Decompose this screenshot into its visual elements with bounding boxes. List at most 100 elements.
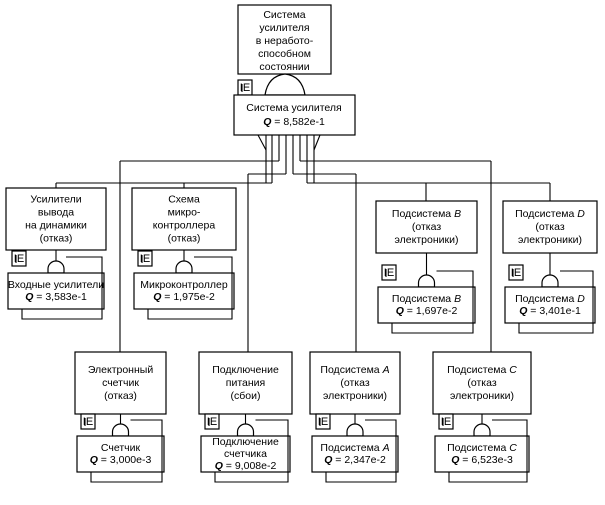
sub_d-gate-symbol — [541, 274, 559, 288]
sub_d-description-text: электроники) — [518, 234, 582, 246]
sub_c-gate-symbol — [473, 423, 491, 437]
sub_b-prob-text: = 1,697e-2 — [404, 305, 458, 317]
sub_c-feedback-bracket — [448, 419, 528, 483]
power-description-text: (сбои) — [231, 390, 261, 402]
sub_c-description-line-2: (отказ — [467, 377, 496, 389]
sub_b-description-text: B — [454, 208, 461, 220]
output-description-text: Усилители — [30, 193, 81, 205]
power-name-line-1: Подключение — [212, 436, 279, 448]
sub_c-description-line-3: электроники) — [450, 390, 514, 402]
sub_b-prob-line-1: Q = 1,697e-2 — [396, 305, 458, 317]
output-description-text: на динамики — [25, 219, 87, 231]
output-name-text: Входные усилители — [8, 279, 104, 291]
top-event-line-2: усилителя — [259, 22, 309, 34]
power-event-box — [200, 435, 291, 473]
micro-description-text: (отказ) — [168, 232, 201, 244]
sub_a-description-line-2: (отказ — [340, 377, 369, 389]
sub_a-ie-tag: IE — [315, 413, 331, 430]
micro-prob-text: = 1,975e-2 — [161, 291, 215, 303]
ie-tag-label: IE — [441, 416, 451, 428]
counter-ie-tag: IE — [80, 413, 96, 430]
sub_d-description-line-3: электроники) — [518, 234, 582, 246]
micro-feedback-bracket — [147, 256, 233, 320]
sub_b-description-line-3: электроники) — [395, 234, 459, 246]
sub_d-description-line-2: (отказ — [535, 221, 564, 233]
counter-name-text: Счетчик — [101, 442, 141, 454]
output-event-box — [7, 272, 105, 310]
root-gate-symbol — [264, 73, 306, 96]
sub_d-ie-tag: IE — [508, 264, 524, 281]
output-description-line-2: вывода — [38, 206, 74, 218]
sub_c-name-line-1: Подсистема C — [447, 442, 517, 454]
sub_b-name-line-1: Подсистема B — [392, 293, 461, 305]
ie-tag-label: IE — [384, 267, 394, 279]
sub_b-prob-text: Q — [396, 305, 404, 317]
power-name-line-2: счетчика — [224, 448, 267, 460]
micro-description-line-3: контроллера — [153, 219, 216, 231]
power-description-text: питания — [226, 377, 265, 389]
micro-description-text: контроллера — [153, 219, 216, 231]
power-prob-text: Q — [215, 460, 223, 472]
counter-description-line-3: (отказ) — [104, 390, 137, 402]
sub_c-prob-text: Q — [451, 454, 459, 466]
counter-name-line-1: Счетчик — [101, 442, 141, 454]
micro-event-box — [133, 272, 235, 310]
output-feedback-bracket — [21, 256, 103, 320]
sub_b-name-text: Подсистема — [392, 293, 454, 305]
ie-tag-label: IE — [14, 253, 24, 265]
top-event-box — [237, 4, 332, 75]
output-prob-line-1: Q = 3,583e-1 — [25, 291, 87, 303]
sub_b-description-line-2: (отказ — [412, 221, 441, 233]
power-name-text: счетчика — [224, 448, 267, 460]
micro-description-line-1: Схема — [168, 193, 200, 205]
sub_b-event-box — [377, 286, 476, 324]
power-prob-text: = 9,008e-2 — [223, 460, 277, 472]
sub_d-prob-text: Q — [519, 305, 527, 317]
sub_b-feedback-bracket — [391, 270, 474, 334]
sub_c-description-line-1: Подсистема C — [447, 364, 517, 376]
counter-description-line-2: счетчик — [102, 377, 139, 389]
sub_a-description-line-1: Подсистема A — [320, 364, 389, 376]
power-description-line-2: питания — [226, 377, 265, 389]
counter-description-text: счетчик — [102, 377, 139, 389]
sub_c-event-box — [434, 435, 530, 473]
sub_d-name-text: Подсистема — [515, 293, 577, 305]
counter-event-box — [76, 435, 165, 473]
sub_d-description-text: Подсистема — [515, 208, 577, 220]
sub_a-prob-line-1: Q = 2,347e-2 — [324, 454, 386, 466]
sub_d-event-box — [504, 286, 596, 324]
sub_a-description-line-3: электроники) — [323, 390, 387, 402]
top-event-line-4: способном — [258, 48, 311, 60]
top-event-line-5: состоянии — [259, 61, 309, 73]
sub_c-description-text: электроники) — [450, 390, 514, 402]
sub_a-event-box — [311, 435, 399, 473]
sub_b-gate-symbol — [417, 274, 436, 288]
counter-description-text: Электронный — [88, 364, 154, 376]
output-ie-tag: IE — [11, 250, 27, 267]
sub_c-description-box — [432, 351, 532, 415]
sub_a-description-box — [309, 351, 401, 415]
sub_d-feedback-bracket — [518, 270, 594, 334]
power-feedback-bracket — [214, 419, 289, 483]
counter-prob-text: Q — [90, 454, 98, 466]
root-prob-text: Q — [263, 116, 271, 128]
power-description-line-1: Подключение — [212, 364, 279, 376]
micro-name-line-1: Микроконтроллер — [140, 279, 228, 291]
counter-description-line-1: Электронный — [88, 364, 154, 376]
power-description-line-3: (сбои) — [231, 390, 261, 402]
sub_d-prob-text: = 3,401e-1 — [527, 305, 581, 317]
sub_c-ie-tag: IE — [438, 413, 454, 430]
sub_a-prob-text: Q — [324, 454, 332, 466]
counter-prob-text: = 3,000e-3 — [98, 454, 152, 466]
top-event-line-1: Система — [263, 9, 305, 21]
micro-ie-tag: IE — [137, 250, 153, 267]
sub_a-name-line-1: Подсистема A — [320, 442, 389, 454]
ie-tag-label: IE — [318, 416, 328, 428]
sub_b-description-text: электроники) — [395, 234, 459, 246]
sub_a-name-text: Подсистема — [320, 442, 382, 454]
sub_d-description-text: (отказ — [535, 221, 564, 233]
ie-tag-label: IE — [140, 253, 150, 265]
micro-description-box — [131, 187, 237, 251]
power-description-box — [198, 351, 293, 415]
